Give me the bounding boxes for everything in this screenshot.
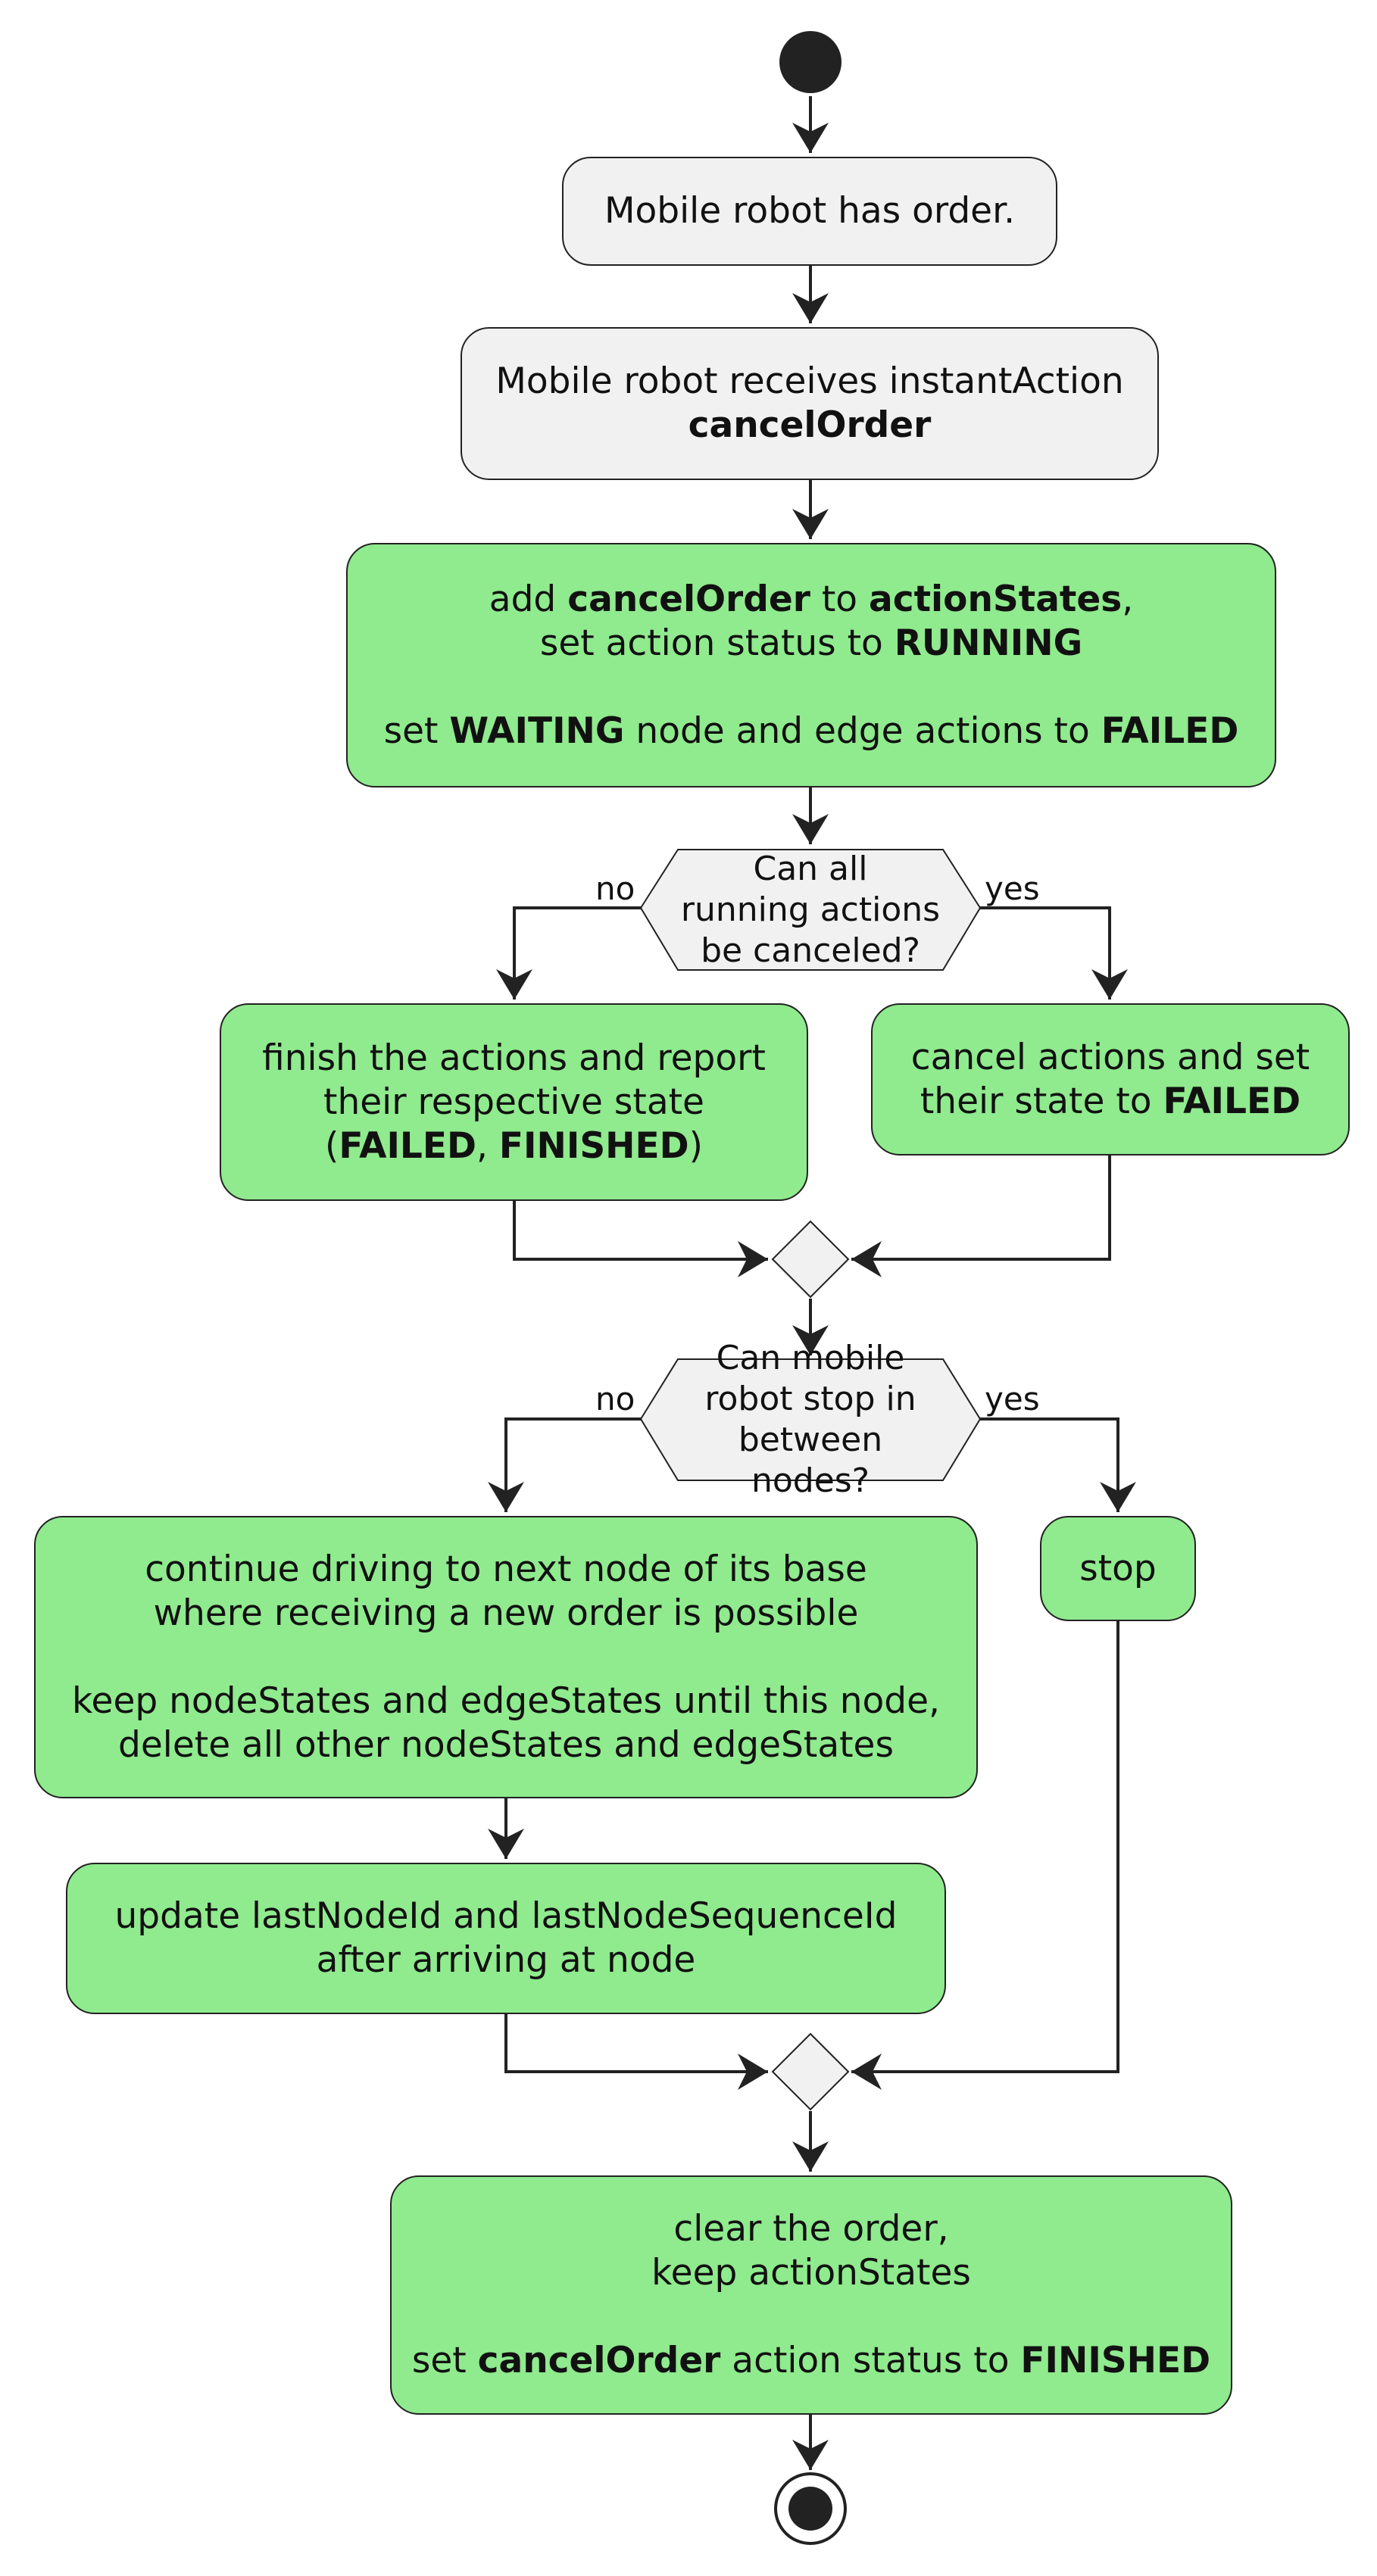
add-cancel-line-3: set WAITING node and edge actions to FAI… bbox=[383, 709, 1239, 752]
decision-hexagon-cancel-all bbox=[639, 849, 982, 971]
branch-label-yes-2: yes bbox=[985, 1380, 1040, 1417]
merge-diamond-1 bbox=[771, 1220, 850, 1299]
activity-add-cancel-order: add cancelOrder to actionStates, set act… bbox=[346, 543, 1276, 787]
activity-receives-cancel-order: Mobile robot receives instantAction canc… bbox=[461, 327, 1159, 480]
edge-decision2-yes bbox=[980, 1417, 1136, 1512]
edge-decision1-no bbox=[496, 906, 641, 1000]
receives-line-1: Mobile robot receives instantAction bbox=[495, 360, 1124, 402]
end-node bbox=[774, 2472, 847, 2545]
decision-cancel-all-label: Can all running actions be canceled? bbox=[680, 849, 941, 970]
activity-cancel-actions: cancel actions and set their state to FA… bbox=[871, 1003, 1350, 1155]
activity-has-order-label: Mobile robot has order. bbox=[604, 190, 1016, 232]
edge-stop-to-merge2 bbox=[851, 1621, 1119, 2090]
activity-stop: stop bbox=[1040, 1516, 1196, 1621]
branch-label-no-1: no bbox=[595, 870, 635, 907]
edge-decision2-no bbox=[488, 1417, 641, 1512]
start-node bbox=[779, 31, 842, 93]
activity-continue-driving: continue driving to next node of its bas… bbox=[34, 1516, 978, 1798]
activity-finish-actions: finish the actions and report their resp… bbox=[220, 1003, 808, 1201]
decision-hexagon-can-stop bbox=[639, 1358, 982, 1481]
add-cancel-line-2: set action status to RUNNING bbox=[539, 622, 1083, 664]
add-cancel-line-1: add cancelOrder to actionStates, bbox=[489, 578, 1134, 620]
edge-finish-to-merge1 bbox=[513, 1201, 768, 1277]
branch-label-no-2: no bbox=[595, 1380, 635, 1417]
branch-label-yes-1: yes bbox=[985, 870, 1040, 907]
activity-has-order: Mobile robot has order. bbox=[562, 157, 1057, 266]
edge-cancel-to-merge1 bbox=[851, 1155, 1111, 1277]
activity-update-last-node: update lastNodeId and lastNodeSequenceId… bbox=[66, 1863, 946, 2014]
receives-line-2: cancelOrder bbox=[688, 404, 932, 446]
edge-update-to-merge2 bbox=[504, 2014, 768, 2090]
merge-diamond-2 bbox=[771, 2032, 850, 2111]
decision-can-stop-label: Can mobile robot stop in between nodes? bbox=[704, 1339, 916, 1500]
activity-clear-order: clear the order, keep actionStates set c… bbox=[390, 2175, 1232, 2415]
edge-decision1-yes bbox=[980, 906, 1128, 1000]
